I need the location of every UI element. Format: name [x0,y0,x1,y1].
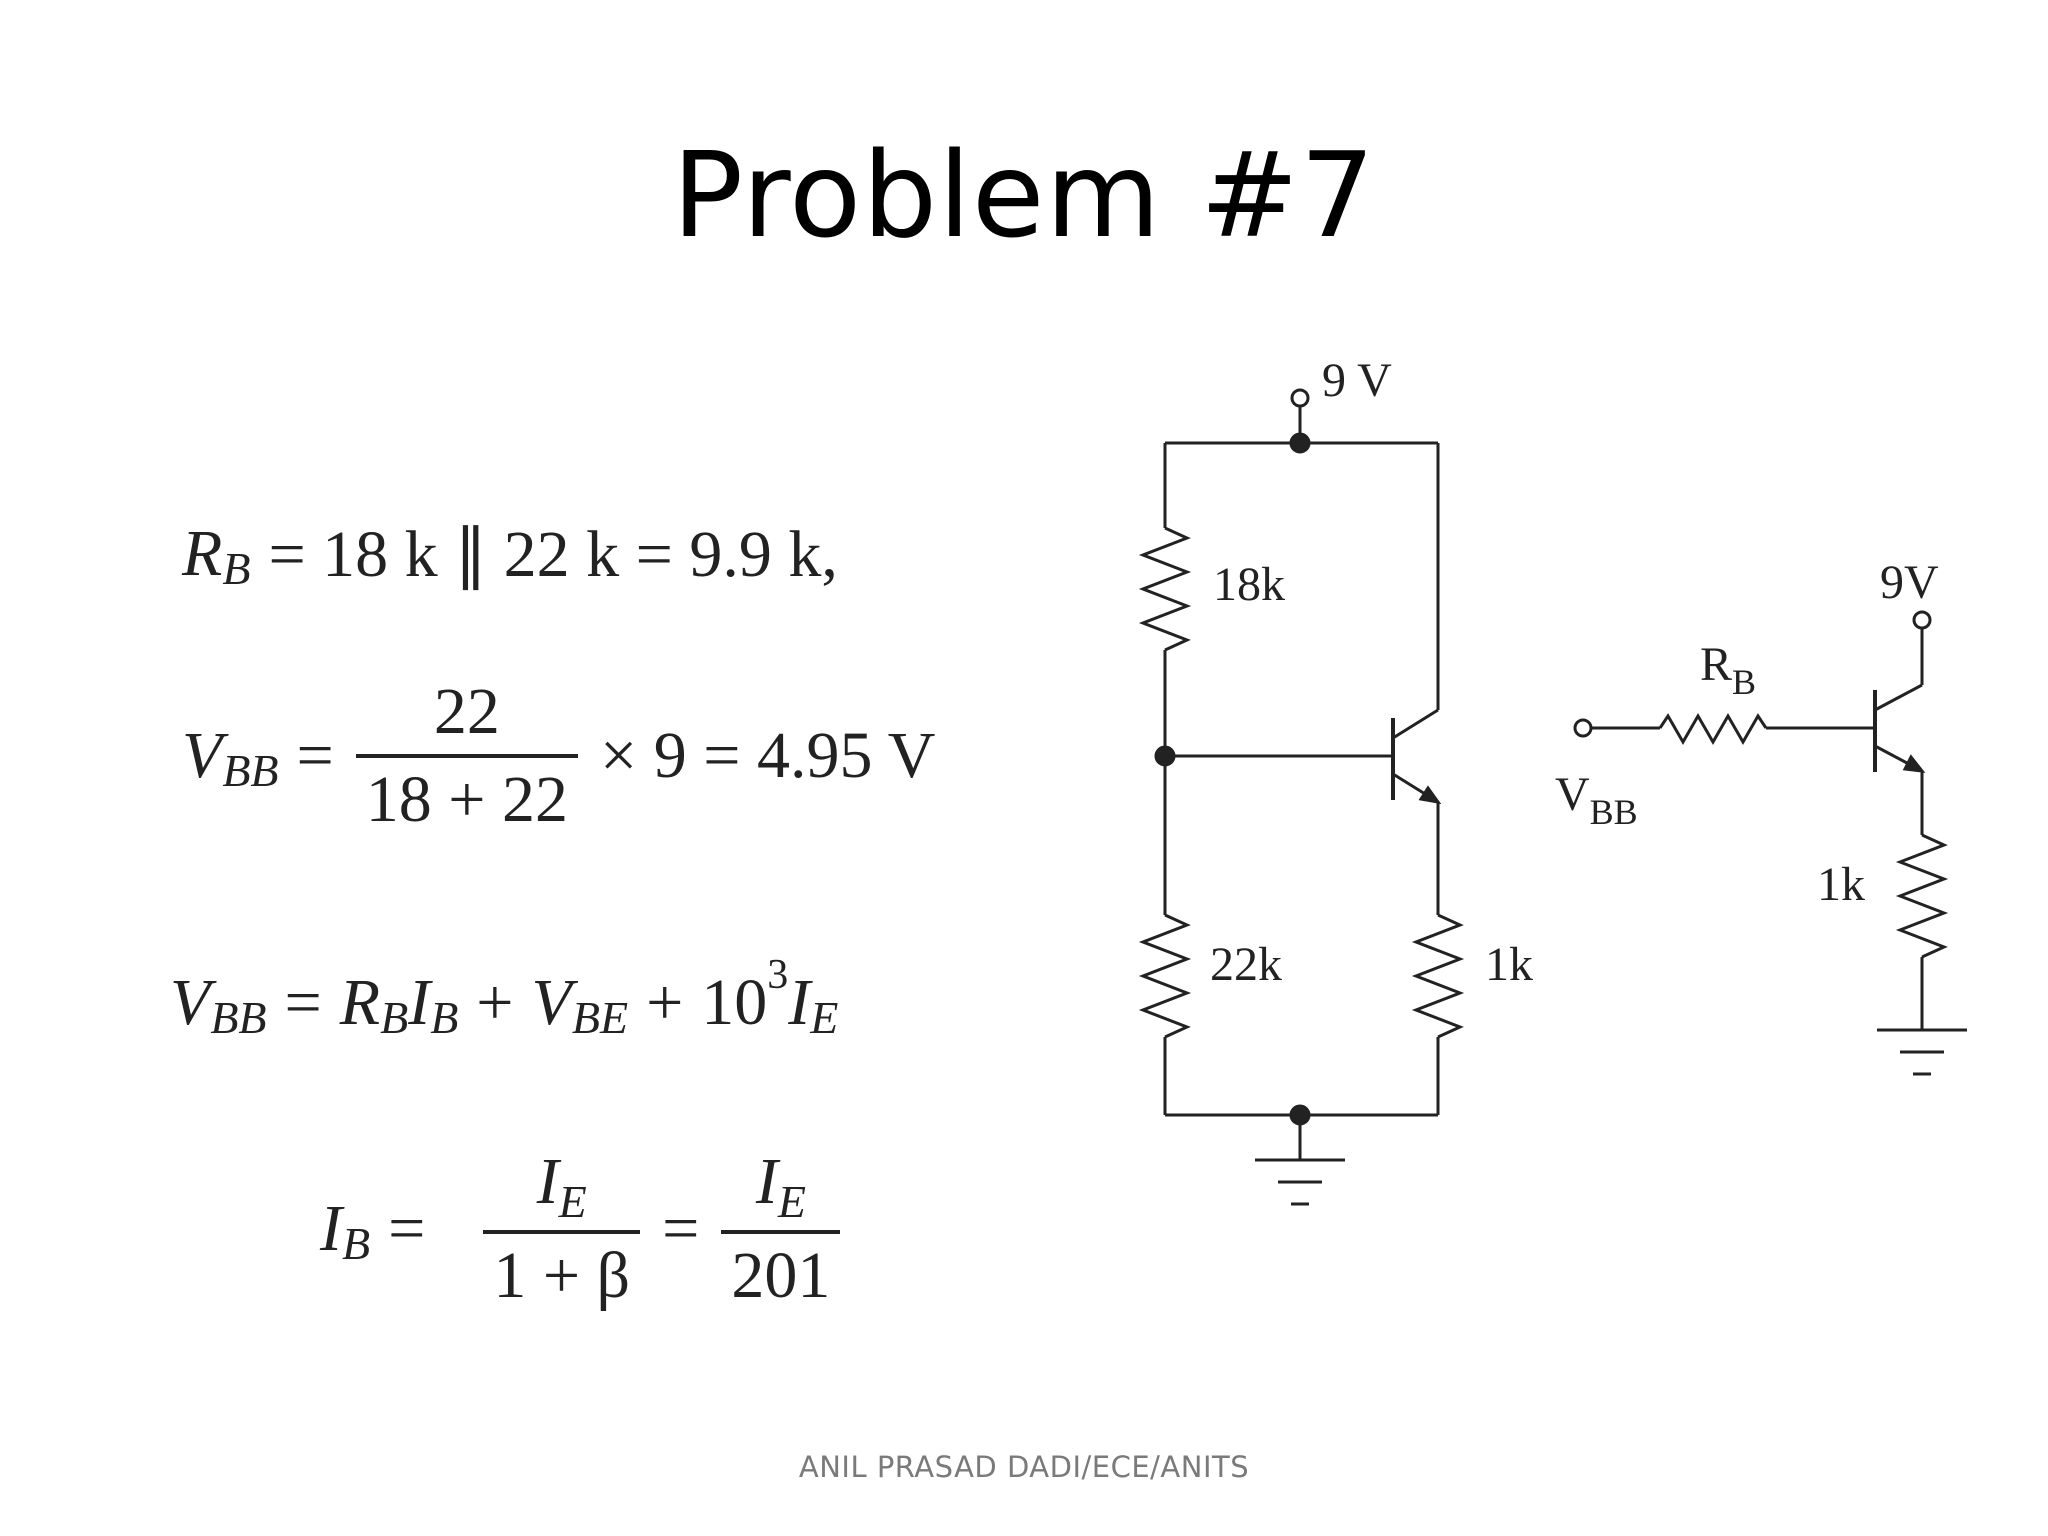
eq1-rhs: = 18 k ∥ 22 k = 9.9 k, [268,518,838,591]
eq4-frac2-bar [721,1230,841,1234]
eq2-denominator: 18 + 22 [365,763,568,836]
equation-ib: I B = IE 1 + β = IE 201 [320,1140,862,1318]
eq4-frac2-num-sub: E [777,1176,806,1227]
eq4-frac1-num-var: I [536,1145,559,1218]
eq2-lhs-var: V [182,719,223,792]
eq1-lhs-var: R [182,517,223,590]
eq3-lhs-sub: BB [210,991,267,1043]
eq4-lhs-sub: B [341,1217,371,1269]
resistor-1k-right [1895,833,1949,959]
circuit-left-labels: 9 V 18k 22k 1k [1210,354,1533,991]
eq3-t3-var: V [531,966,572,1039]
circuit-left-voltage-divider [1138,388,1465,1206]
left-supply-label: 9 V [1322,354,1392,407]
eq2-equals: = [296,719,334,792]
label-vbb: VBB [1555,768,1638,832]
right-bjt-emitter-arrow [1902,754,1926,773]
eq3-t5-var: I [788,966,811,1039]
eq3-t5-sub: E [810,991,839,1043]
left-bjt-collector [1392,708,1439,740]
circuit-right-thevenin [1573,610,1967,1076]
label-1k-right: 1k [1817,858,1865,911]
eq2-fraction-bar [355,754,578,758]
slide-title: Problem #7 [672,126,1376,264]
eq4-fraction-1: IE 1 + β [483,1140,641,1318]
right-supply-label: 9V [1880,556,1939,609]
eq3-t2-var: I [408,966,431,1039]
resistor-rb [1658,712,1768,746]
eq1-lhs-sub: B [222,542,251,594]
eq3-t3-sub: BE [571,991,629,1043]
label-18k: 18k [1213,558,1285,611]
eq2-fraction: 22 18 + 22 [355,670,578,842]
eq3-t4-exp: 3 [767,952,789,998]
eq3-plus2: + [646,966,684,1039]
equation-kvl: V BB = R B I B + V BE + 10 3 I E [170,952,839,1043]
eq3-lhs-var: V [170,966,211,1039]
label-1k-left: 1k [1485,938,1533,991]
eq2-rhs: × 9 = 4.95 V [600,719,936,792]
eq4-frac2-num-var: I [755,1145,778,1218]
eq4-frac1-bar [483,1230,641,1234]
eq4-lhs-var: I [320,1192,342,1265]
eq3-t1-sub: B [380,991,409,1043]
eq3-t2-sub: B [430,991,459,1043]
equation-vbb-divider: V BB = 22 18 + 22 × 9 = 4.95 V [182,670,935,842]
label-rb: RB [1700,638,1756,702]
eq3-plus1: + [476,966,514,1039]
resistor-22k [1138,913,1192,1039]
right-supply-terminal [1912,610,1932,630]
label-22k: 22k [1210,938,1282,991]
resistor-1k-left [1411,913,1465,1039]
left-bjt-emitter-arrow [1418,785,1442,805]
label-rb-main: R [1700,638,1732,691]
slide-footer: ANIL PRASAD DADI/ECE/ANITS [798,1450,1250,1484]
label-vbb-sub: BB [1590,792,1638,832]
eq4-frac2-denominator: 201 [731,1239,831,1312]
right-vbb-terminal [1573,718,1593,738]
equation-rb: R B = 18 k ∥ 22 k = 9.9 k, [182,515,838,594]
eq4-fraction-2: IE 201 [721,1140,841,1318]
eq3-t1-var: R [339,966,381,1039]
eq4-equals-2: = [662,1192,700,1265]
right-bjt-collector [1874,683,1923,712]
resistor-18k [1138,526,1192,652]
eq4-frac1-numerator: IE [527,1140,597,1230]
eq2-lhs-sub: BB [222,744,279,796]
label-vbb-main: V [1555,768,1590,821]
left-supply-terminal [1290,388,1310,408]
eq3-equals: = [284,966,322,1039]
eq4-frac1-denominator: 1 + β [493,1239,631,1312]
eq4-frac1-num-sub: E [558,1176,587,1227]
eq4-equals: = [388,1192,426,1265]
label-rb-sub: B [1732,662,1756,702]
circuit-right-labels: 9V RB VBB 1k [1555,556,1939,911]
eq3-t4-base: 10 [701,966,768,1039]
eq4-frac2-numerator: IE [746,1140,816,1230]
eq2-numerator: 22 [433,675,500,748]
